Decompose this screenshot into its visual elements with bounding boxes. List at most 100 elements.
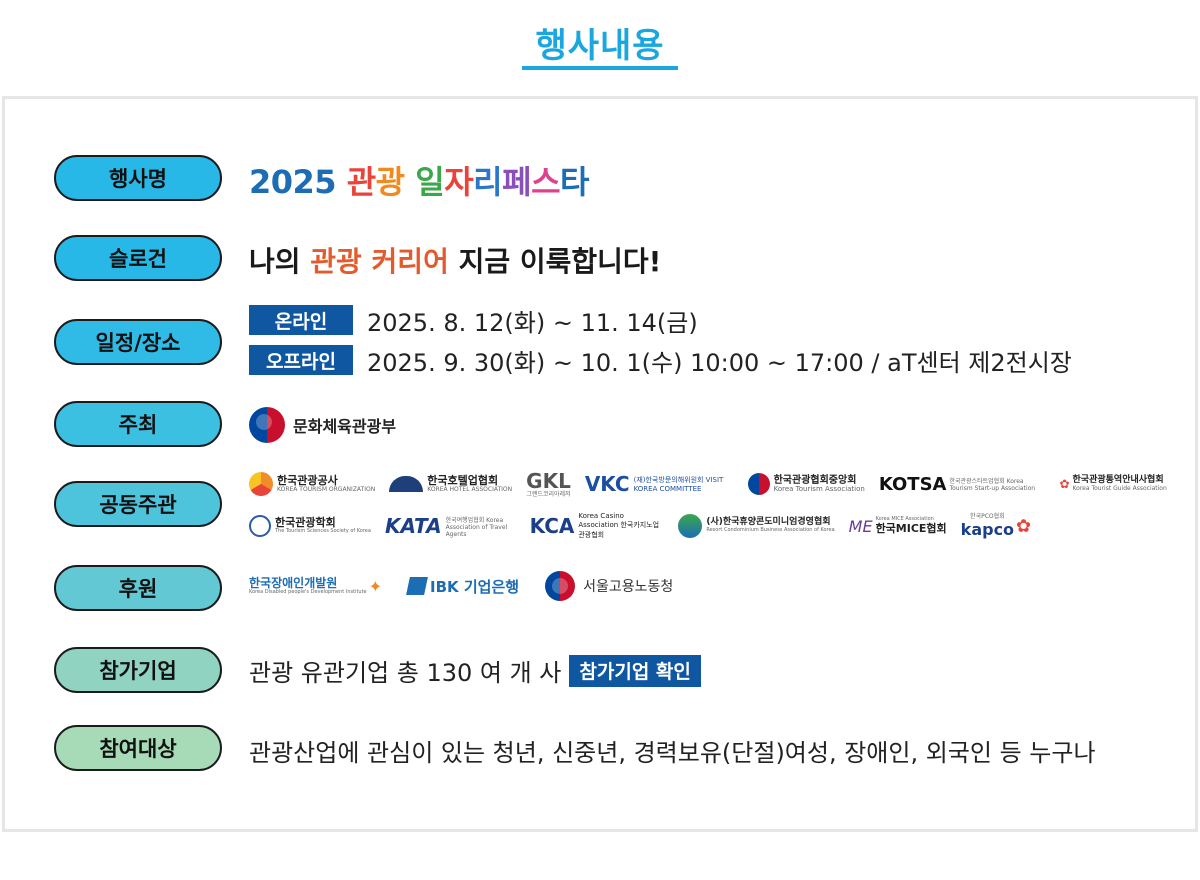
logo-sub: 그랜드코리아레저 — [526, 490, 571, 498]
logo-sub: (재)한국방문의해위원회 VISIT KOREA COMMITTEE — [633, 476, 724, 493]
heading-underline — [522, 66, 678, 70]
kodi-logo-icon: ✦ — [368, 576, 383, 596]
event-info-panel: 행사명 2025 관광 일자리페스타 슬로건 나의 관광 커리어 지금 이룩합니… — [2, 96, 1198, 832]
kata-logo: KATA 한국여행업협회 Korea Association of Travel… — [385, 514, 516, 538]
event-char: 스 — [531, 163, 561, 201]
logo-name: 한국관광협회중앙회 — [773, 474, 857, 486]
logo-sub: 한국여행업협회 Korea Association of Travel Agen… — [445, 516, 508, 538]
logo-sub: KOREA HOTEL ASSOCIATION — [427, 485, 513, 493]
logo-name: 한국관광학회 — [275, 516, 336, 530]
logo-sub: Korea Casino Association 한국카지노업관광협회 — [578, 512, 660, 539]
ibk-logo-icon — [406, 577, 428, 595]
event-title-chars: 관광 일자리페스타 — [347, 163, 590, 201]
event-char: 타 — [560, 163, 589, 201]
event-char: 페 — [502, 163, 532, 201]
logo-sub: Korea Disabled people's Development Inst… — [249, 588, 367, 595]
online-tag: 온라인 — [249, 305, 353, 335]
logo-sub: 한국PCO협회 — [970, 512, 1005, 520]
ktga-logo-icon: ✿ — [1059, 476, 1070, 491]
logo-name: IBK 기업은행 — [430, 577, 520, 596]
logo-name: 한국관광통역안내사협회 — [1072, 474, 1164, 485]
ttssk-logo-icon — [249, 515, 271, 537]
confirm-participants-button[interactable]: 참가기업 확인 — [569, 654, 701, 687]
logo-sub: Korea Tourist Guide Association — [1072, 484, 1167, 492]
logo-name: KATA — [384, 514, 442, 538]
vkc-logo: VKC (재)한국방문의해위원회 VISIT KOREA COMMITTEE — [585, 472, 734, 496]
ibk-logo: IBK 기업은행 — [406, 576, 520, 597]
logo-name: (사)한국휴양콘도미니엄경영협회 — [706, 517, 831, 528]
online-dates: 2025. 8. 12(화) ~ 11. 14(금) — [367, 308, 698, 337]
schedule-block: 온라인 2025. 8. 12(화) ~ 11. 14(금) 오프라인 2025… — [249, 303, 1072, 377]
label-pill-target: 참여대상 — [54, 725, 222, 771]
kotsa-logo: KOTSA 한국관광스타트업협회 Korea Tourism Start-up … — [879, 474, 1046, 495]
mice-logo-icon: ME — [848, 516, 873, 536]
event-char: 일 — [415, 163, 445, 201]
logo-sub: Korea Tourism Association — [773, 484, 865, 493]
logo-sub: Korea MICE Association — [875, 516, 934, 523]
logo-sub: The Tourism Sciences Society of Korea — [275, 528, 371, 535]
event-char: 리 — [473, 163, 503, 201]
host-org-name: 문화체육관광부 — [293, 417, 397, 436]
event-char: 광 — [375, 163, 405, 201]
condo-logo-icon — [678, 514, 703, 538]
slogan-part1: 나의 — [249, 245, 311, 278]
schedule-online: 온라인 2025. 8. 12(화) ~ 11. 14(금) — [249, 303, 1072, 337]
taegeuk-emblem-icon — [249, 407, 285, 443]
event-name: 2025 관광 일자리페스타 — [249, 157, 589, 203]
seoul-labor-logo: 서울고용노동청 — [545, 571, 673, 601]
kca-logo: KCA Korea Casino Association 한국카지노업관광협회 — [530, 512, 665, 540]
logo-sub: Resort Condominium Business Association … — [706, 527, 835, 534]
label-pill-participants: 참가기업 — [54, 647, 222, 693]
label-pill-co-organizers: 공동주관 — [54, 481, 222, 527]
kto-logo-icon — [249, 472, 273, 496]
logo-name: 서울고용노동청 — [583, 579, 674, 595]
label-pill-schedule: 일정/장소 — [54, 319, 222, 365]
slogan-part2: 지금 이룩합니다! — [448, 245, 662, 278]
logo-name: VKC — [584, 472, 630, 496]
logo-name: KCA — [529, 514, 575, 538]
event-char: 자 — [444, 163, 474, 201]
participants-info: 관광 유관기업 총 130 여 개 사 참가기업 확인 — [249, 653, 701, 688]
logo-sub: 한국관광스타트업협회 Korea Tourism Start-up Associ… — [949, 478, 1036, 492]
logo-name: 한국장애인개발원 — [249, 575, 338, 590]
logo-name: 한국MICE협회 — [875, 521, 947, 535]
slogan-text: 나의 관광 커리어 지금 이룩합니다! — [249, 240, 661, 280]
kapco-logo-icon: ✿ — [1016, 515, 1032, 537]
label-pill-slogan: 슬로건 — [54, 235, 222, 281]
event-year: 2025 — [249, 163, 337, 201]
logo-name: 한국호텔업협회 — [427, 473, 499, 487]
label-pill-sponsors: 후원 — [54, 565, 222, 611]
logo-name: GKL — [526, 468, 571, 493]
logo-name: kapco — [960, 519, 1015, 539]
logo-name: 한국관광공사 — [277, 473, 338, 487]
logo-name: KOTSA — [878, 473, 947, 495]
taegeuk-emblem-icon — [545, 571, 576, 601]
page-heading: 행사내용 — [0, 18, 1200, 77]
slogan-highlight: 관광 커리어 — [310, 245, 449, 278]
label-pill-host: 주최 — [54, 401, 222, 447]
offline-tag: 오프라인 — [249, 345, 353, 375]
offline-dates: 2025. 9. 30(화) ~ 10. 1(수) 10:00 ~ 17:00 … — [367, 348, 1072, 377]
participants-text: 관광 유관기업 총 130 여 개 사 — [249, 659, 562, 687]
khotel-logo-icon — [389, 476, 424, 492]
kta-logo-icon — [747, 473, 770, 495]
schedule-offline: 오프라인 2025. 9. 30(화) ~ 10. 1(수) 10:00 ~ 1… — [249, 343, 1072, 377]
label-pill-event-name: 행사명 — [54, 155, 222, 201]
target-text: 관광산업에 관심이 있는 청년, 신중년, 경력보유(단절)여성, 장애인, 외… — [249, 739, 1096, 767]
host-logo: 문화체육관광부 — [249, 407, 396, 443]
logo-sub: KOREA TOURISM ORGANIZATION — [277, 485, 376, 493]
